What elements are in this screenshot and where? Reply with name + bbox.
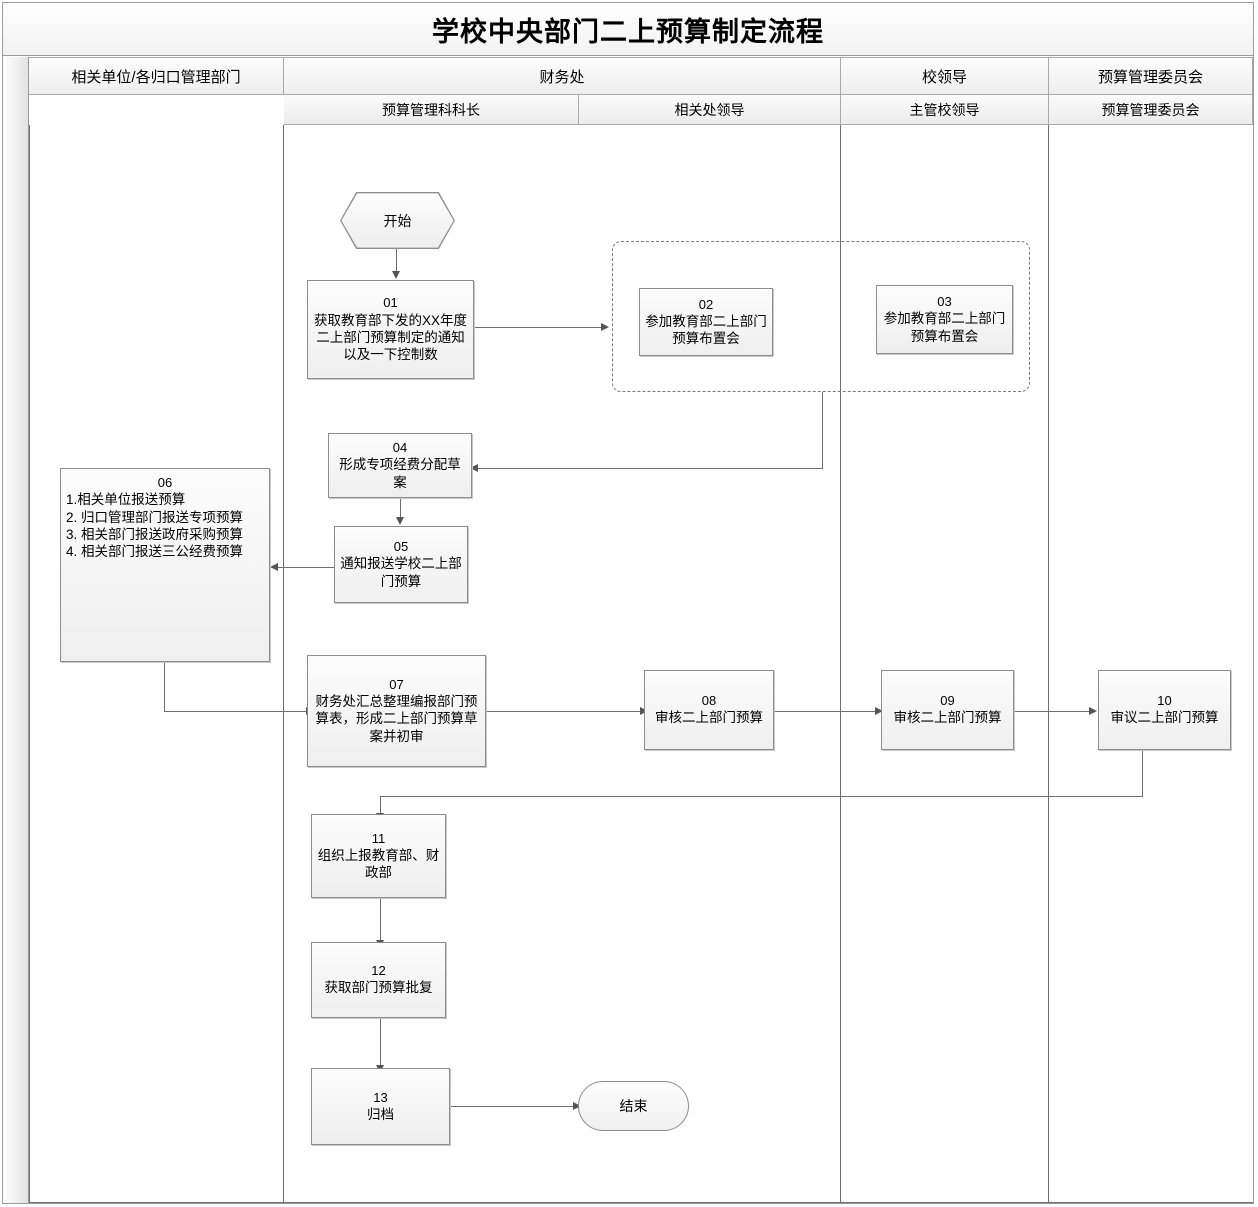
node-text: 形成专项经费分配草案 xyxy=(339,457,461,490)
lane-role-label: 相关处领导 xyxy=(674,101,745,118)
connector-group-to-04 xyxy=(478,468,823,469)
process-node-09[interactable]: 09 审核二上部门预算 xyxy=(881,670,1014,750)
arrowhead-05-to-06 xyxy=(270,562,278,571)
connector-06-to-07 xyxy=(164,711,307,712)
node-number: 05 xyxy=(393,539,409,555)
connector-11-to-12 xyxy=(380,897,381,941)
node-text: 参加教育部二上部门预算布置会 xyxy=(883,311,1006,344)
connector-09-to-10 xyxy=(1014,711,1090,712)
node-number: 11 xyxy=(371,830,386,846)
connector-08-to-09 xyxy=(774,711,876,712)
process-node-12[interactable]: 12 获取部门预算批复 xyxy=(311,942,446,1018)
node-text: 1.相关单位报送预算 2. 归口管理部门报送专项预算 3. 相关部门报送政府采购… xyxy=(66,492,244,560)
lane-group-label: 相关单位/各归口管理部门 xyxy=(71,68,241,86)
node-text: 审核二上部门预算 xyxy=(893,710,1002,726)
node-number: 03 xyxy=(937,294,952,310)
connector-04-to-05 xyxy=(400,498,401,518)
title-band: 学校中央部门二上预算制定流程 xyxy=(3,3,1253,56)
connector-13-to-end xyxy=(450,1106,574,1107)
lane-separator-1 xyxy=(283,125,284,1203)
lane-role-label: 预算管理委员会 xyxy=(1101,101,1200,118)
node-number: 02 xyxy=(698,296,714,312)
node-number: 08 xyxy=(701,693,717,709)
lane-group-label: 校领导 xyxy=(921,68,967,86)
node-text: 参加教育部二上部门预算布置会 xyxy=(645,313,767,347)
node-text: 组织上报教育部、财政部 xyxy=(317,847,440,881)
lane-group-header-related-units: 相关单位/各归口管理部门 xyxy=(29,57,284,95)
node-text: 审议二上部门预算 xyxy=(1110,710,1219,726)
lane-role-header-budget-section-chief: 预算管理科科长 xyxy=(284,95,579,125)
connector-10-to-11 xyxy=(380,796,381,814)
start-node-fill xyxy=(341,193,454,248)
connector-07-to-08 xyxy=(486,711,641,712)
process-node-02[interactable]: 02 参加教育部二上部门预算布置会 xyxy=(639,288,773,356)
node-number: 06 xyxy=(157,475,173,490)
lane-group-label: 预算管理委员会 xyxy=(1097,68,1203,86)
node-number: 10 xyxy=(1157,693,1172,709)
node-text: 财务处汇总整理编报部门预算表，形成二上部门预算草案并初审 xyxy=(315,694,478,744)
start-node-label: 开始 xyxy=(383,212,412,229)
arrowhead-13-to-end xyxy=(573,1101,581,1110)
node-text: 审核二上部门预算 xyxy=(655,710,763,726)
process-node-03[interactable]: 03 参加教育部二上部门预算布置会 xyxy=(876,285,1013,354)
node-text: 通知报送学校二上部门预算 xyxy=(340,556,462,589)
arrowhead-08-to-09 xyxy=(875,706,883,715)
node-number: 01 xyxy=(383,295,398,311)
lane-group-header-budget-committee: 预算管理委员会 xyxy=(1049,57,1253,95)
process-node-11[interactable]: 11 组织上报教育部、财政部 xyxy=(311,814,446,898)
node-text: 归档 xyxy=(367,1106,394,1122)
node-number: 13 xyxy=(373,1089,388,1105)
lane-separator-3 xyxy=(1048,125,1049,1203)
process-node-07[interactable]: 07 财务处汇总整理编报部门预算表，形成二上部门预算草案并初审 xyxy=(307,655,486,767)
lane-role-header-responsible-vp: 主管校领导 xyxy=(841,95,1049,125)
connector-start-to-01 xyxy=(396,248,397,272)
lane-group-label: 财务处 xyxy=(539,68,585,86)
lane-role-label: 主管校领导 xyxy=(909,101,980,118)
arrowhead-09-to-10 xyxy=(1089,706,1097,715)
process-node-13[interactable]: 13 归档 xyxy=(311,1068,450,1145)
process-node-01[interactable]: 01 获取教育部下发的XX年度二上部门预算制定的通知以及一下控制数 xyxy=(307,280,474,379)
connector-05-to-06 xyxy=(278,567,334,568)
lane-role-header-division-leaders: 相关处领导 xyxy=(579,95,841,125)
arrowhead-group-to-04 xyxy=(470,463,478,472)
connector-10-left xyxy=(380,796,1143,797)
node-number: 07 xyxy=(389,676,404,692)
connector-10-down xyxy=(1142,749,1143,797)
left-gutter-strip xyxy=(3,57,29,1203)
node-number: 04 xyxy=(392,440,408,456)
node-number: 09 xyxy=(940,693,955,709)
lane-separator-0 xyxy=(29,125,30,1203)
start-node[interactable]: 开始 xyxy=(340,192,455,249)
arrowhead-01-to-02 xyxy=(601,322,609,331)
lane-group-header-finance: 财务处 xyxy=(284,57,841,95)
page-title: 学校中央部门二上预算制定流程 xyxy=(432,16,824,48)
connector-12-to-13 xyxy=(380,1017,381,1066)
process-node-06[interactable]: 06 1.相关单位报送预算 2. 归口管理部门报送专项预算 3. 相关部门报送政… xyxy=(60,468,270,662)
dashed-group-external-meeting xyxy=(612,241,1030,392)
connector-group-down xyxy=(822,392,823,469)
node-text: 获取教育部下发的XX年度二上部门预算制定的通知以及一下控制数 xyxy=(313,312,467,363)
end-node[interactable]: 结束 xyxy=(578,1081,689,1131)
process-node-10[interactable]: 10 审议二上部门预算 xyxy=(1098,670,1231,750)
process-node-08[interactable]: 08 审核二上部门预算 xyxy=(644,670,774,750)
lane-group-header-school-leaders: 校领导 xyxy=(841,57,1049,95)
node-number: 12 xyxy=(371,963,386,979)
process-node-05[interactable]: 05 通知报送学校二上部门预算 xyxy=(334,526,468,603)
lane-bottom-border xyxy=(29,1202,1253,1203)
connector-01-to-02 xyxy=(474,327,602,328)
end-node-label: 结束 xyxy=(619,1098,648,1114)
lane-role-label: 预算管理科科长 xyxy=(382,101,480,118)
process-node-04[interactable]: 04 形成专项经费分配草案 xyxy=(328,433,472,498)
connector-06-down xyxy=(164,662,165,712)
arrowhead-start-to-01 xyxy=(391,271,400,279)
arrowhead-04-to-05 xyxy=(395,517,404,525)
node-text: 获取部门预算批复 xyxy=(324,980,433,996)
lane-role-header-empty xyxy=(29,95,284,125)
lane-separator-2 xyxy=(840,125,841,1203)
lane-role-header-budget-committee: 预算管理委员会 xyxy=(1049,95,1253,125)
